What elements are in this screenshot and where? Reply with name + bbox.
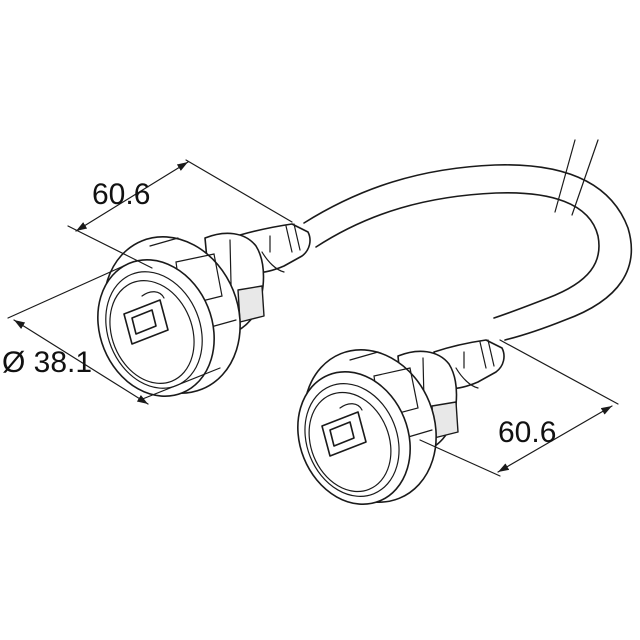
top-connector — [97, 223, 311, 398]
bottom-length-dimension: 60.6 — [419, 339, 619, 477]
diameter-label: Ø 38.1 — [2, 346, 92, 379]
diameter-dimension: Ø 38.1 — [2, 263, 221, 405]
bottom-length-label: 60.6 — [498, 416, 556, 449]
top-length-label: 60.6 — [92, 178, 150, 211]
bottom-connector — [297, 339, 505, 506]
cable — [303, 139, 633, 341]
top-length-dimension: 60.6 — [67, 159, 293, 269]
